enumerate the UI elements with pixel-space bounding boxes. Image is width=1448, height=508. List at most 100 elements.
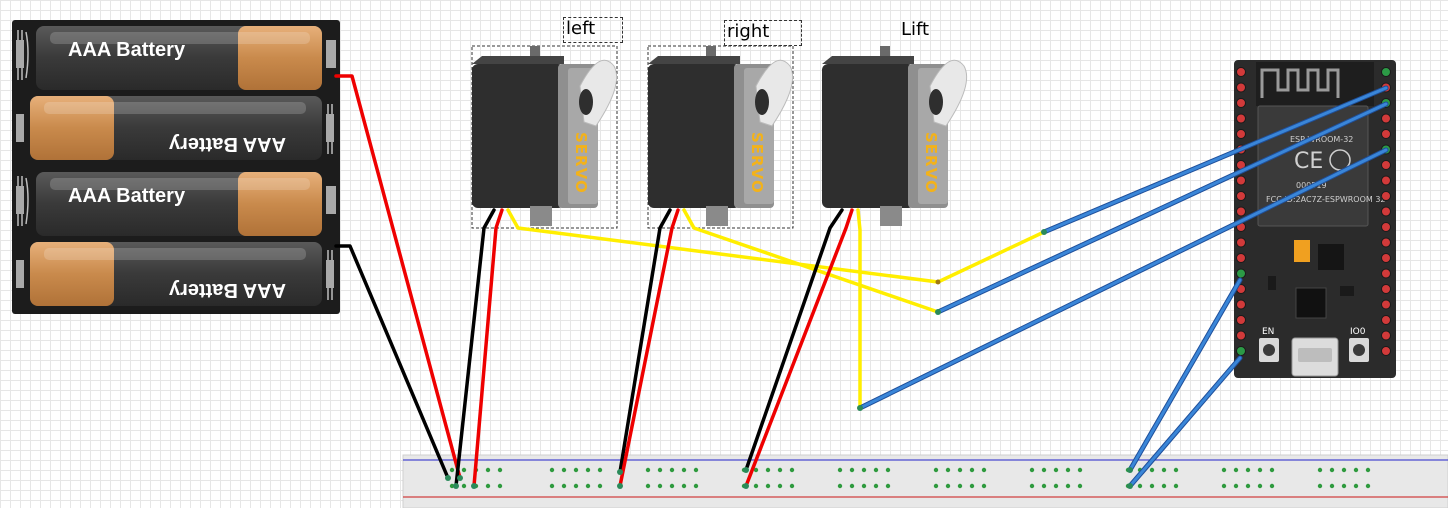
breadboard-hole[interactable] bbox=[485, 467, 491, 473]
breadboard-hole[interactable] bbox=[969, 483, 975, 489]
breadboard-hole[interactable] bbox=[1317, 483, 1323, 489]
servo-right[interactable]: SERVO bbox=[648, 46, 794, 226]
breadboard-hole[interactable] bbox=[669, 483, 675, 489]
esp32-pin[interactable] bbox=[1381, 206, 1391, 217]
esp32-pin[interactable] bbox=[1381, 222, 1391, 232]
breadboard-hole[interactable] bbox=[597, 467, 603, 473]
breadboard-hole[interactable] bbox=[1269, 467, 1275, 473]
breadboard-hole[interactable] bbox=[597, 483, 603, 489]
breadboard-hole[interactable] bbox=[681, 467, 687, 473]
breadboard-hole[interactable] bbox=[585, 483, 591, 489]
esp32-pin[interactable] bbox=[1236, 253, 1246, 263]
breadboard-hole[interactable] bbox=[1077, 483, 1083, 489]
esp32-pin[interactable] bbox=[1381, 191, 1391, 201]
esp32-pin[interactable] bbox=[1381, 113, 1391, 124]
esp32-pin[interactable] bbox=[1236, 98, 1246, 108]
breadboard-hole[interactable] bbox=[1221, 467, 1227, 473]
breadboard-hole[interactable] bbox=[849, 467, 855, 473]
breadboard-hole[interactable] bbox=[1257, 467, 1263, 473]
breadboard-hole[interactable] bbox=[1053, 467, 1059, 473]
breadboard-hole[interactable] bbox=[449, 483, 455, 489]
breadboard-hole[interactable] bbox=[789, 467, 795, 473]
breadboard-hole[interactable] bbox=[873, 483, 879, 489]
breadboard-hole[interactable] bbox=[1137, 483, 1143, 489]
breadboard-hole[interactable] bbox=[1353, 467, 1359, 473]
breadboard-hole[interactable] bbox=[861, 483, 867, 489]
esp32-pin[interactable] bbox=[1236, 346, 1246, 356]
breadboard-hole[interactable] bbox=[1329, 483, 1335, 489]
esp32-pin[interactable] bbox=[1236, 237, 1246, 248]
breadboard-hole[interactable] bbox=[1233, 467, 1239, 473]
breadboard-hole[interactable] bbox=[449, 467, 455, 473]
breadboard-hole[interactable] bbox=[657, 467, 663, 473]
breadboard-hole[interactable] bbox=[669, 467, 675, 473]
breadboard-hole[interactable] bbox=[1233, 483, 1239, 489]
breadboard-hole[interactable] bbox=[1149, 467, 1155, 473]
breadboard-hole[interactable] bbox=[1353, 483, 1359, 489]
esp32-pin[interactable] bbox=[1381, 67, 1391, 77]
breadboard-hole[interactable] bbox=[885, 483, 891, 489]
breadboard-hole[interactable] bbox=[497, 467, 503, 473]
breadboard-hole[interactable] bbox=[681, 483, 687, 489]
servo-lift[interactable]: SERVO bbox=[822, 46, 968, 226]
esp32-pin[interactable] bbox=[1381, 253, 1391, 263]
breadboard-hole[interactable] bbox=[1065, 483, 1071, 489]
breadboard-hole[interactable] bbox=[1173, 483, 1179, 489]
esp32-pin[interactable] bbox=[1236, 315, 1246, 325]
breadboard-hole[interactable] bbox=[1317, 467, 1323, 473]
esp32-pin[interactable] bbox=[1381, 175, 1391, 186]
esp32-pin[interactable] bbox=[1381, 299, 1391, 310]
breadboard-hole[interactable] bbox=[1245, 467, 1251, 473]
breadboard-hole[interactable] bbox=[461, 483, 467, 489]
breadboard-hole[interactable] bbox=[645, 483, 651, 489]
breadboard-hole[interactable] bbox=[1269, 483, 1275, 489]
breadboard-hole[interactable] bbox=[1365, 467, 1371, 473]
esp32-pin[interactable] bbox=[1236, 113, 1246, 124]
breadboard-hole[interactable] bbox=[693, 483, 699, 489]
breadboard-hole[interactable] bbox=[1341, 483, 1347, 489]
breadboard-hole[interactable] bbox=[657, 483, 663, 489]
breadboard-hole[interactable] bbox=[765, 467, 771, 473]
breadboard-hole[interactable] bbox=[549, 467, 555, 473]
esp32-pin[interactable] bbox=[1236, 175, 1246, 186]
esp32-pin[interactable] bbox=[1236, 330, 1246, 341]
breadboard-hole[interactable] bbox=[1077, 467, 1083, 473]
breadboard-hole[interactable] bbox=[1341, 467, 1347, 473]
breadboard-hole[interactable] bbox=[837, 467, 843, 473]
esp32-pin[interactable] bbox=[1381, 160, 1391, 170]
breadboard-hole[interactable] bbox=[1221, 483, 1227, 489]
breadboard-hole[interactable] bbox=[885, 467, 891, 473]
breadboard-hole[interactable] bbox=[497, 483, 503, 489]
esp32-pin[interactable] bbox=[1381, 330, 1391, 341]
breadboard-hole[interactable] bbox=[753, 483, 759, 489]
breadboard-hole[interactable] bbox=[981, 467, 987, 473]
esp32-board[interactable]: ESP-WROOM-32 000519 FCC ID:2AC7Z-ESPWROO… bbox=[1234, 60, 1396, 378]
breadboard-hole[interactable] bbox=[957, 483, 963, 489]
breadboard-hole[interactable] bbox=[873, 467, 879, 473]
breadboard-hole[interactable] bbox=[1173, 467, 1179, 473]
breadboard-hole[interactable] bbox=[849, 483, 855, 489]
breadboard-hole[interactable] bbox=[981, 483, 987, 489]
esp32-pin[interactable] bbox=[1381, 129, 1391, 139]
breadboard-hole[interactable] bbox=[585, 467, 591, 473]
breadboard-hole[interactable] bbox=[753, 467, 759, 473]
breadboard-hole[interactable] bbox=[765, 483, 771, 489]
esp32-pin[interactable] bbox=[1236, 67, 1246, 77]
breadboard-hole[interactable] bbox=[1029, 467, 1035, 473]
breadboard-hole[interactable] bbox=[1365, 483, 1371, 489]
breadboard-hole[interactable] bbox=[561, 483, 567, 489]
esp32-pin[interactable] bbox=[1236, 268, 1246, 279]
breadboard-hole[interactable] bbox=[1149, 483, 1155, 489]
breadboard-hole[interactable] bbox=[1161, 483, 1167, 489]
servo-left[interactable]: SERVO bbox=[472, 46, 618, 226]
esp32-pin[interactable] bbox=[1236, 206, 1246, 217]
esp32-pin[interactable] bbox=[1381, 284, 1391, 294]
breadboard-hole[interactable] bbox=[693, 467, 699, 473]
breadboard-hole[interactable] bbox=[957, 467, 963, 473]
breadboard-hole[interactable] bbox=[1161, 467, 1167, 473]
breadboard-hole[interactable] bbox=[1053, 483, 1059, 489]
breadboard-hole[interactable] bbox=[1329, 467, 1335, 473]
breadboard-hole[interactable] bbox=[861, 467, 867, 473]
esp32-pin[interactable] bbox=[1381, 268, 1391, 279]
breadboard-hole[interactable] bbox=[1029, 483, 1035, 489]
